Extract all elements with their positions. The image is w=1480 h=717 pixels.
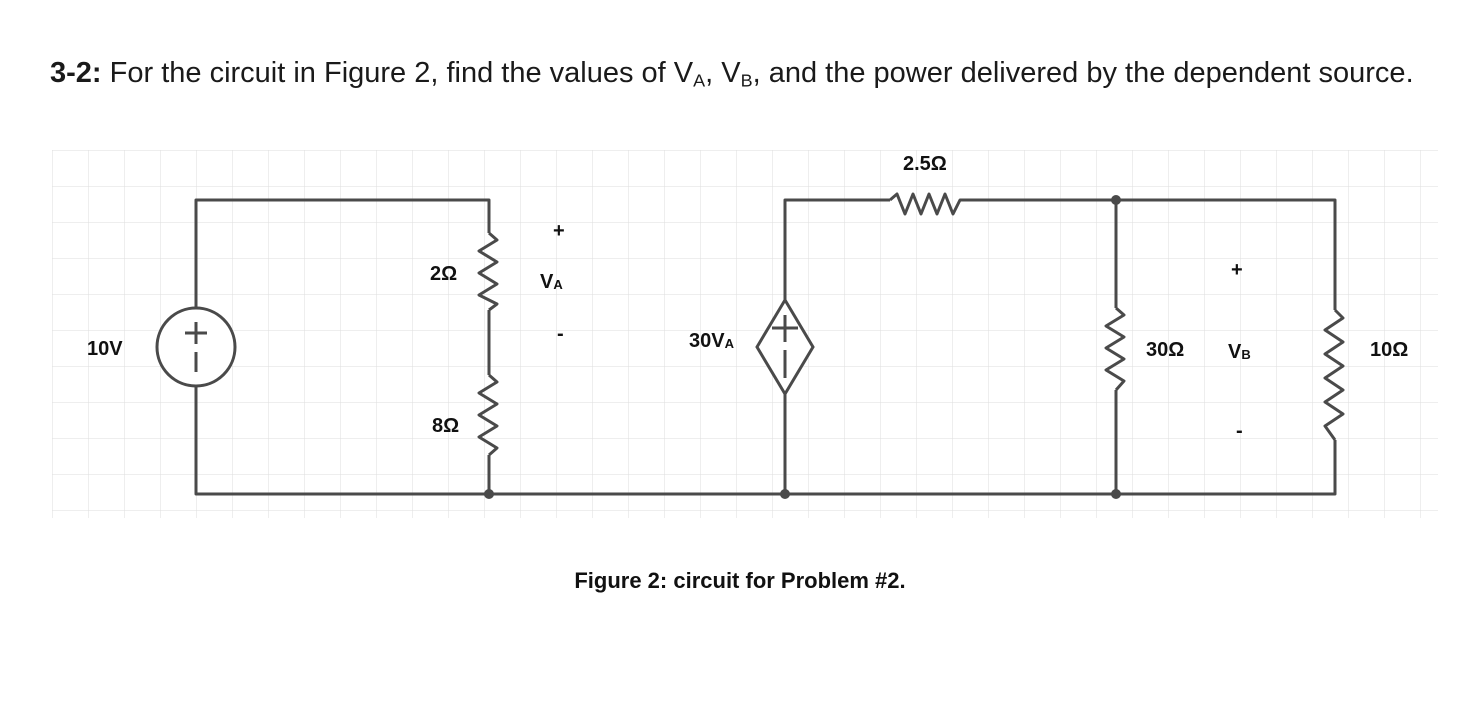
grid-background (52, 150, 1438, 518)
problem-statement: 3-2: For the circuit in Figure 2, find t… (50, 50, 1430, 103)
resistor-2-5ohm (889, 192, 965, 216)
label-vb: VB (1228, 341, 1251, 363)
problem-number: 3-2: (50, 57, 102, 89)
problem-text-3: , and the power delivered by the depende… (752, 57, 1414, 89)
label-dependent-source: 30VA (689, 330, 735, 352)
junction-dot-3 (1111, 489, 1121, 499)
resistor-30ohm (1104, 306, 1126, 391)
junction-dot-2 (780, 489, 790, 499)
label-r-2ohm: 2Ω (430, 263, 457, 285)
label-va-plus: + (553, 220, 565, 242)
label-r-2-5ohm: 2.5Ω (903, 153, 947, 175)
wire-left-top (194, 198, 491, 307)
label-va-minus: - (557, 323, 564, 345)
dependent-voltage-source (755, 297, 815, 397)
voltage-source-10v (155, 306, 237, 388)
label-va: VA (540, 271, 563, 293)
resistor-2ohm (477, 231, 499, 312)
problem-text-1: For the circuit in Figure 2, find the va… (101, 57, 694, 89)
wire-dep-top (783, 198, 890, 300)
label-vb-plus: + (1231, 259, 1243, 281)
junction-dot-1 (484, 489, 494, 499)
junction-dot-4 (1111, 195, 1121, 205)
label-vb-minus: - (1236, 420, 1243, 442)
figure-caption: Figure 2: circuit for Problem #2. (574, 568, 906, 593)
problem-sub-a: A (693, 70, 706, 91)
resistor-8ohm (477, 373, 499, 457)
wire-right-top (965, 198, 1337, 310)
wire-left-bottom (194, 387, 1337, 496)
label-source-10v: 10V (87, 338, 123, 360)
label-r-10ohm: 10Ω (1370, 339, 1408, 361)
problem-sub-b: B (740, 70, 753, 91)
label-r-30ohm: 30Ω (1146, 339, 1184, 361)
label-r-8ohm: 8Ω (432, 415, 459, 437)
problem-text-2: , V (705, 57, 741, 89)
resistor-10ohm (1323, 308, 1345, 441)
